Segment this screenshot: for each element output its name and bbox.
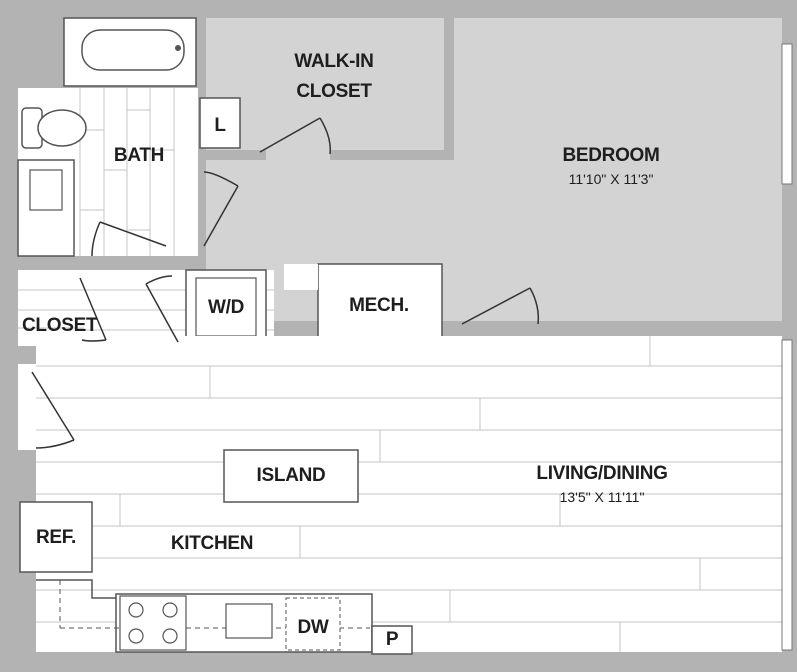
closet-floor [18,270,84,346]
closet-label: CLOSET [22,315,98,336]
mech-niche [284,264,318,290]
refrigerator-label: REF. [36,527,76,548]
walkin-closet-wall-left [196,150,266,160]
mech-label: MECH. [349,295,409,316]
vanity-sink [29,169,63,211]
dishwasher-label: DW [297,617,329,638]
washer-dryer-inner [195,277,257,337]
walkin-closet-label-line2: CLOSET [296,81,372,102]
island [223,449,359,503]
kitchen-sink [225,603,273,639]
bedroom-dimensions: 11'10" X 11'3" [568,171,654,187]
walkin-closet-wall [444,18,454,154]
tub-faucet [175,45,181,51]
counter-edge [36,579,116,599]
burner-icon [128,602,144,618]
bathtub-basin [81,29,185,71]
island-label: ISLAND [256,465,326,486]
bath-label: BATH [113,145,165,166]
cooktop [119,595,187,651]
bedroom-window [781,43,793,185]
entry-door-opening [18,364,36,450]
kitchen-label: KITCHEN [170,533,254,554]
bedroom-label: BEDROOM [562,145,660,166]
burner-icon [162,602,178,618]
linen-closet-label: L [214,115,226,136]
washer-dryer-label: W/D [207,297,245,318]
living-window [781,339,793,651]
walkin-closet-wall-bottom [330,150,454,160]
door-swings [31,117,540,449]
bath-tile [79,88,175,256]
pantry-label: P [385,629,399,650]
mech-room [317,263,443,349]
closet-floor-lines [18,289,84,329]
living-dining-label: LIVING/DINING [536,463,668,484]
burner-icon [162,628,178,644]
burner-icon [128,628,144,644]
dishwasher [285,597,341,651]
walkin-closet-label-line1: WALK-IN [294,51,374,72]
refrigerator [19,501,93,573]
pantry [371,625,413,655]
toilet-bowl [37,109,87,147]
living-dining-dimensions: 13'5" X 11'11" [559,489,645,505]
linen-closet [199,97,241,149]
